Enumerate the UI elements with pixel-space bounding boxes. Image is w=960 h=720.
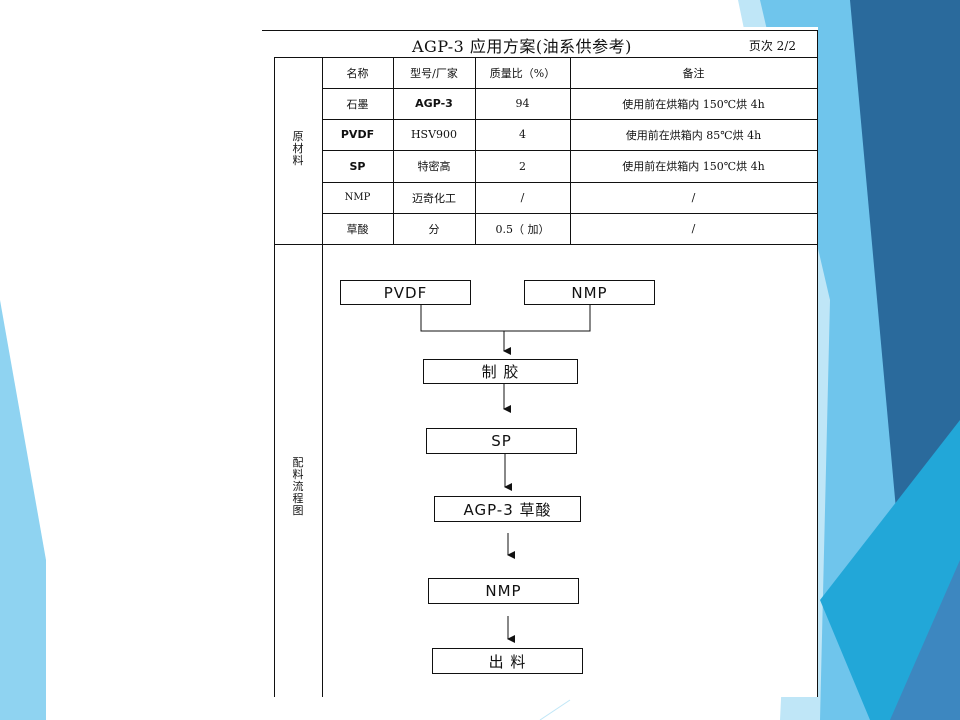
header-name: 名称 xyxy=(346,66,369,80)
table-cell: 使用前在烘箱内 85℃烘 4h xyxy=(625,128,762,142)
header-model: 型号/厂家 xyxy=(410,66,458,80)
section-label-flow: 配料流程图 xyxy=(292,456,304,517)
table-cell: 94 xyxy=(515,97,530,110)
flow-box-pvdf: PVDF xyxy=(340,280,471,305)
table-cell: 2 xyxy=(519,159,526,173)
right-corner-shape xyxy=(890,560,960,720)
merge-line xyxy=(420,305,591,332)
section-label-raw-materials: 原材料 xyxy=(292,130,304,167)
table-cell: 使用前在烘箱内 150℃烘 4h xyxy=(622,97,765,111)
flow-box-nmp: NMP xyxy=(428,578,579,604)
table-cell: 迈奇化工 xyxy=(412,191,456,205)
flow-box-glue: 制 胶 xyxy=(423,359,578,384)
table-cell: AGP-3 xyxy=(415,97,453,110)
flow-box-output: 出 料 xyxy=(432,648,583,674)
table-cell: 特密高 xyxy=(417,160,451,173)
table-cell: / xyxy=(691,191,696,204)
table-cell: 草酸 xyxy=(346,222,369,236)
table-cell: 使用前在烘箱内 150℃烘 4h xyxy=(622,160,765,173)
table-cell: / xyxy=(520,191,525,204)
left-triangle-shape xyxy=(0,300,46,720)
flow-box-sp: SP xyxy=(426,428,577,454)
flow-box-agp-oxalic: AGP-3 草酸 xyxy=(434,496,581,522)
table-cell: HSV900 xyxy=(410,128,458,141)
table-cell: NMP xyxy=(344,192,371,203)
flow-box-nmp-top: NMP xyxy=(524,280,655,305)
flow-connectors xyxy=(420,305,591,643)
header-ratio: 质量比（%） xyxy=(489,66,556,80)
header-note: 备注 xyxy=(682,66,705,80)
table-cell: PVDF xyxy=(340,128,375,141)
table-cell: 分 xyxy=(428,222,440,236)
table-cell: 石墨 xyxy=(346,97,369,111)
table-cell: 0.5（ 加） xyxy=(495,222,550,236)
document-page: AGP-3 应用方案(油系供参考) 页次 2/2 原材料 配料流程图 名称 型号… xyxy=(262,27,818,697)
page-number: 页次 2/2 xyxy=(748,39,796,53)
table-cell: 4 xyxy=(519,128,526,141)
table-cell: SP xyxy=(349,159,366,173)
document-title: AGP-3 应用方案(油系供参考) xyxy=(412,37,632,56)
table-cell: / xyxy=(691,222,696,235)
